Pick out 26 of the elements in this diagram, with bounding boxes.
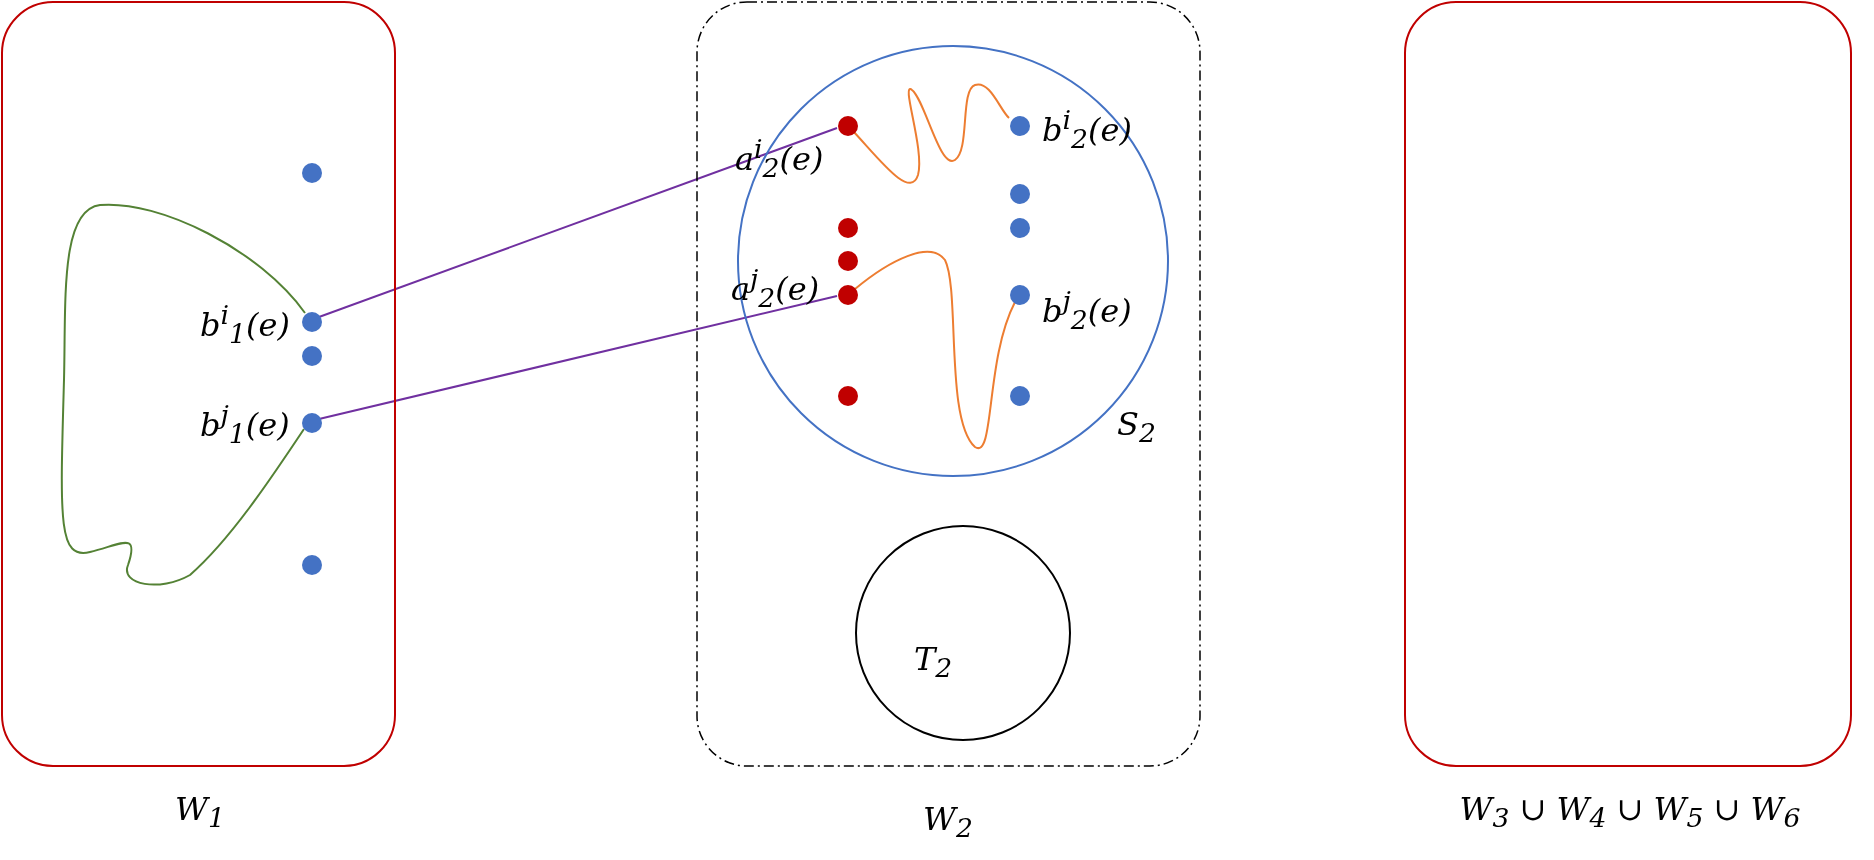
math-label: W$_{1}$ xyxy=(175,792,225,833)
math-label: T$_{2}$ xyxy=(914,642,953,683)
set-circle xyxy=(855,525,1071,741)
vertex-dot xyxy=(838,386,858,406)
math-label: W$_{3}$ ∪ W$_{4}$ ∪ W$_{5}$ ∪ W$_{6}$ xyxy=(1459,792,1801,833)
vertex-dot xyxy=(1010,116,1030,136)
vertex-dot xyxy=(838,285,858,305)
vertex-dot xyxy=(838,116,858,136)
math-label: S$_{2}$ xyxy=(1117,407,1156,448)
vertex-dot xyxy=(302,163,322,183)
math-label: W$_{2}$ xyxy=(923,802,973,843)
vertex-dot xyxy=(302,555,322,575)
curve-line xyxy=(60,203,306,586)
vertex-label: b$^{i}$$_{1}$(e) xyxy=(200,300,290,349)
vertex-dot xyxy=(302,413,322,433)
vertex-dot xyxy=(302,312,322,332)
curve-line xyxy=(854,251,1016,449)
vertex-dot xyxy=(302,346,322,366)
vertex-dot xyxy=(838,251,858,271)
curve-line xyxy=(318,127,838,318)
vertex-dot xyxy=(1010,218,1030,238)
vertex-dot xyxy=(1010,386,1030,406)
vertex-dot xyxy=(1010,184,1030,204)
vertex-dot xyxy=(1010,285,1030,305)
vertex-dot xyxy=(838,218,858,238)
curve-line xyxy=(852,83,1010,184)
